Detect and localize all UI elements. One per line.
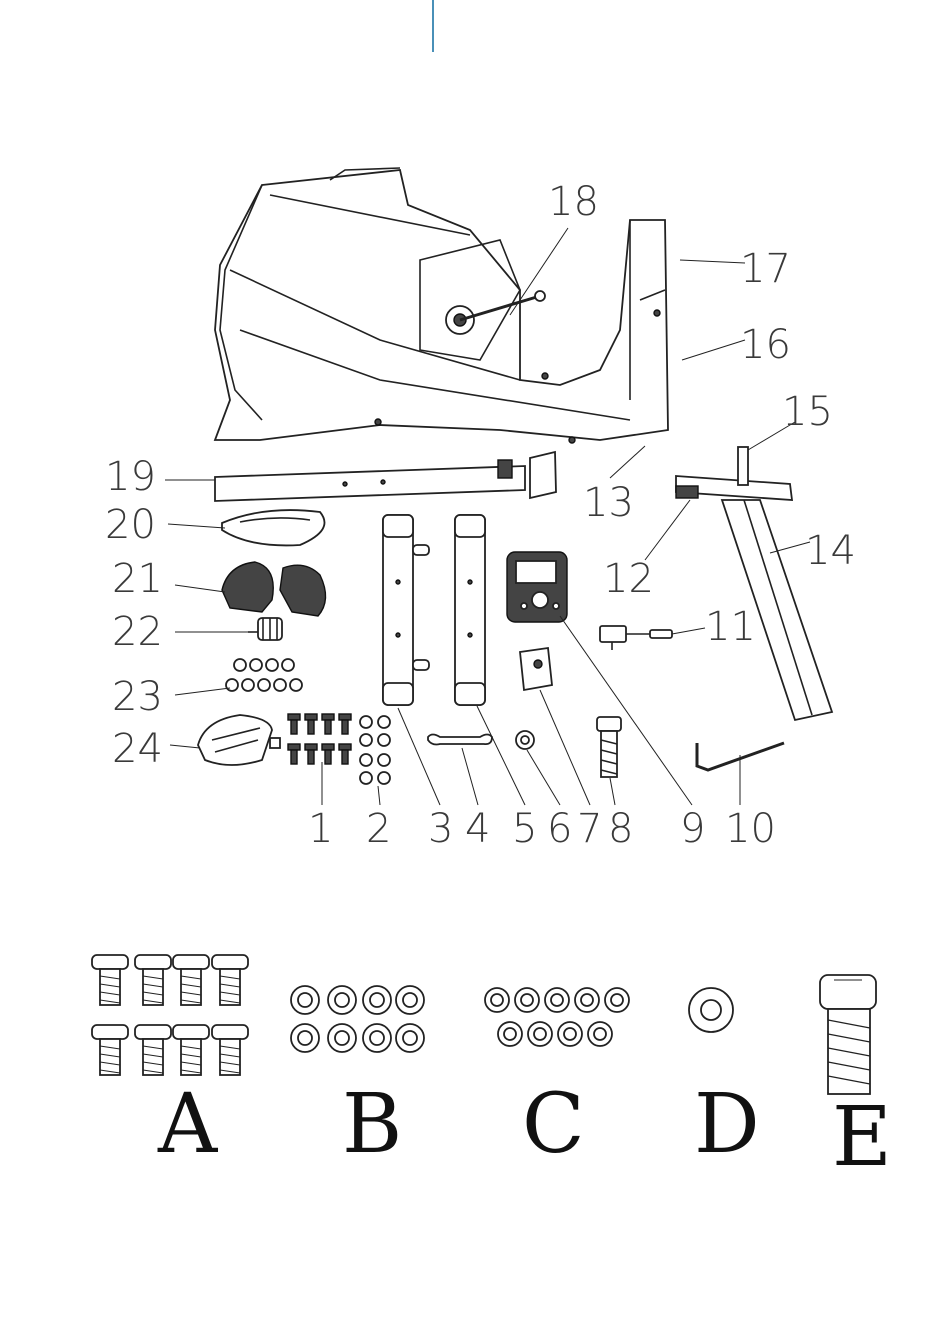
letter-d: D (694, 1077, 760, 1172)
callout-20: 20 (105, 502, 156, 548)
seat-post (676, 447, 832, 720)
hardware-group-a (92, 955, 248, 1075)
pedals (222, 562, 326, 616)
callout-1: 1 (308, 806, 333, 852)
callout-21: 21 (112, 556, 163, 602)
bolts-group-1 (288, 714, 351, 764)
callout-7: 7 (577, 806, 602, 852)
letter-e: E (832, 1090, 892, 1185)
washers-group-2 (360, 716, 390, 784)
hardware-letters: A B C D E (157, 1077, 892, 1185)
callout-3: 3 (428, 806, 453, 852)
letter-a: A (157, 1077, 219, 1172)
pedal-cage (198, 715, 280, 765)
callout-13: 13 (583, 480, 634, 526)
callout-24: 24 (112, 726, 163, 772)
adjustment-knob (248, 618, 282, 640)
callout-23: 23 (112, 674, 163, 720)
callout-16: 16 (740, 322, 791, 368)
stabilizer-bar (215, 452, 556, 501)
callout-12: 12 (603, 556, 654, 602)
callout-11: 11 (705, 604, 756, 650)
hardware-group-d (689, 988, 733, 1032)
callout-10: 10 (725, 806, 776, 852)
callout-22: 22 (112, 609, 163, 655)
callout-19: 19 (105, 454, 156, 500)
callout-5: 5 (512, 806, 537, 852)
hardware-group-b (291, 986, 424, 1052)
wrench (428, 735, 492, 745)
rear-stabilizer (455, 515, 485, 705)
hardware-group-c (485, 988, 629, 1046)
hardware-group-e (820, 975, 876, 1094)
callout-2: 2 (366, 806, 391, 852)
front-stabilizer (383, 515, 429, 705)
letter-b: B (342, 1077, 402, 1172)
pedal-strap (222, 510, 325, 545)
letter-c: C (522, 1077, 585, 1172)
bike-frame-cover (215, 168, 668, 443)
console-bracket (520, 648, 552, 690)
callout-9: 9 (680, 806, 705, 852)
callout-17: 17 (740, 246, 791, 292)
callout-14: 14 (805, 528, 856, 574)
callout-18: 18 (548, 179, 599, 225)
callout-4: 4 (465, 806, 490, 852)
callout-6: 6 (547, 806, 572, 852)
callout-8: 8 (608, 806, 633, 852)
washers-group-23 (226, 659, 302, 691)
washer-6 (516, 731, 534, 749)
power-adapter (600, 626, 672, 650)
callout-15: 15 (782, 389, 833, 435)
bolt-8 (597, 717, 621, 777)
console-computer (507, 552, 567, 622)
